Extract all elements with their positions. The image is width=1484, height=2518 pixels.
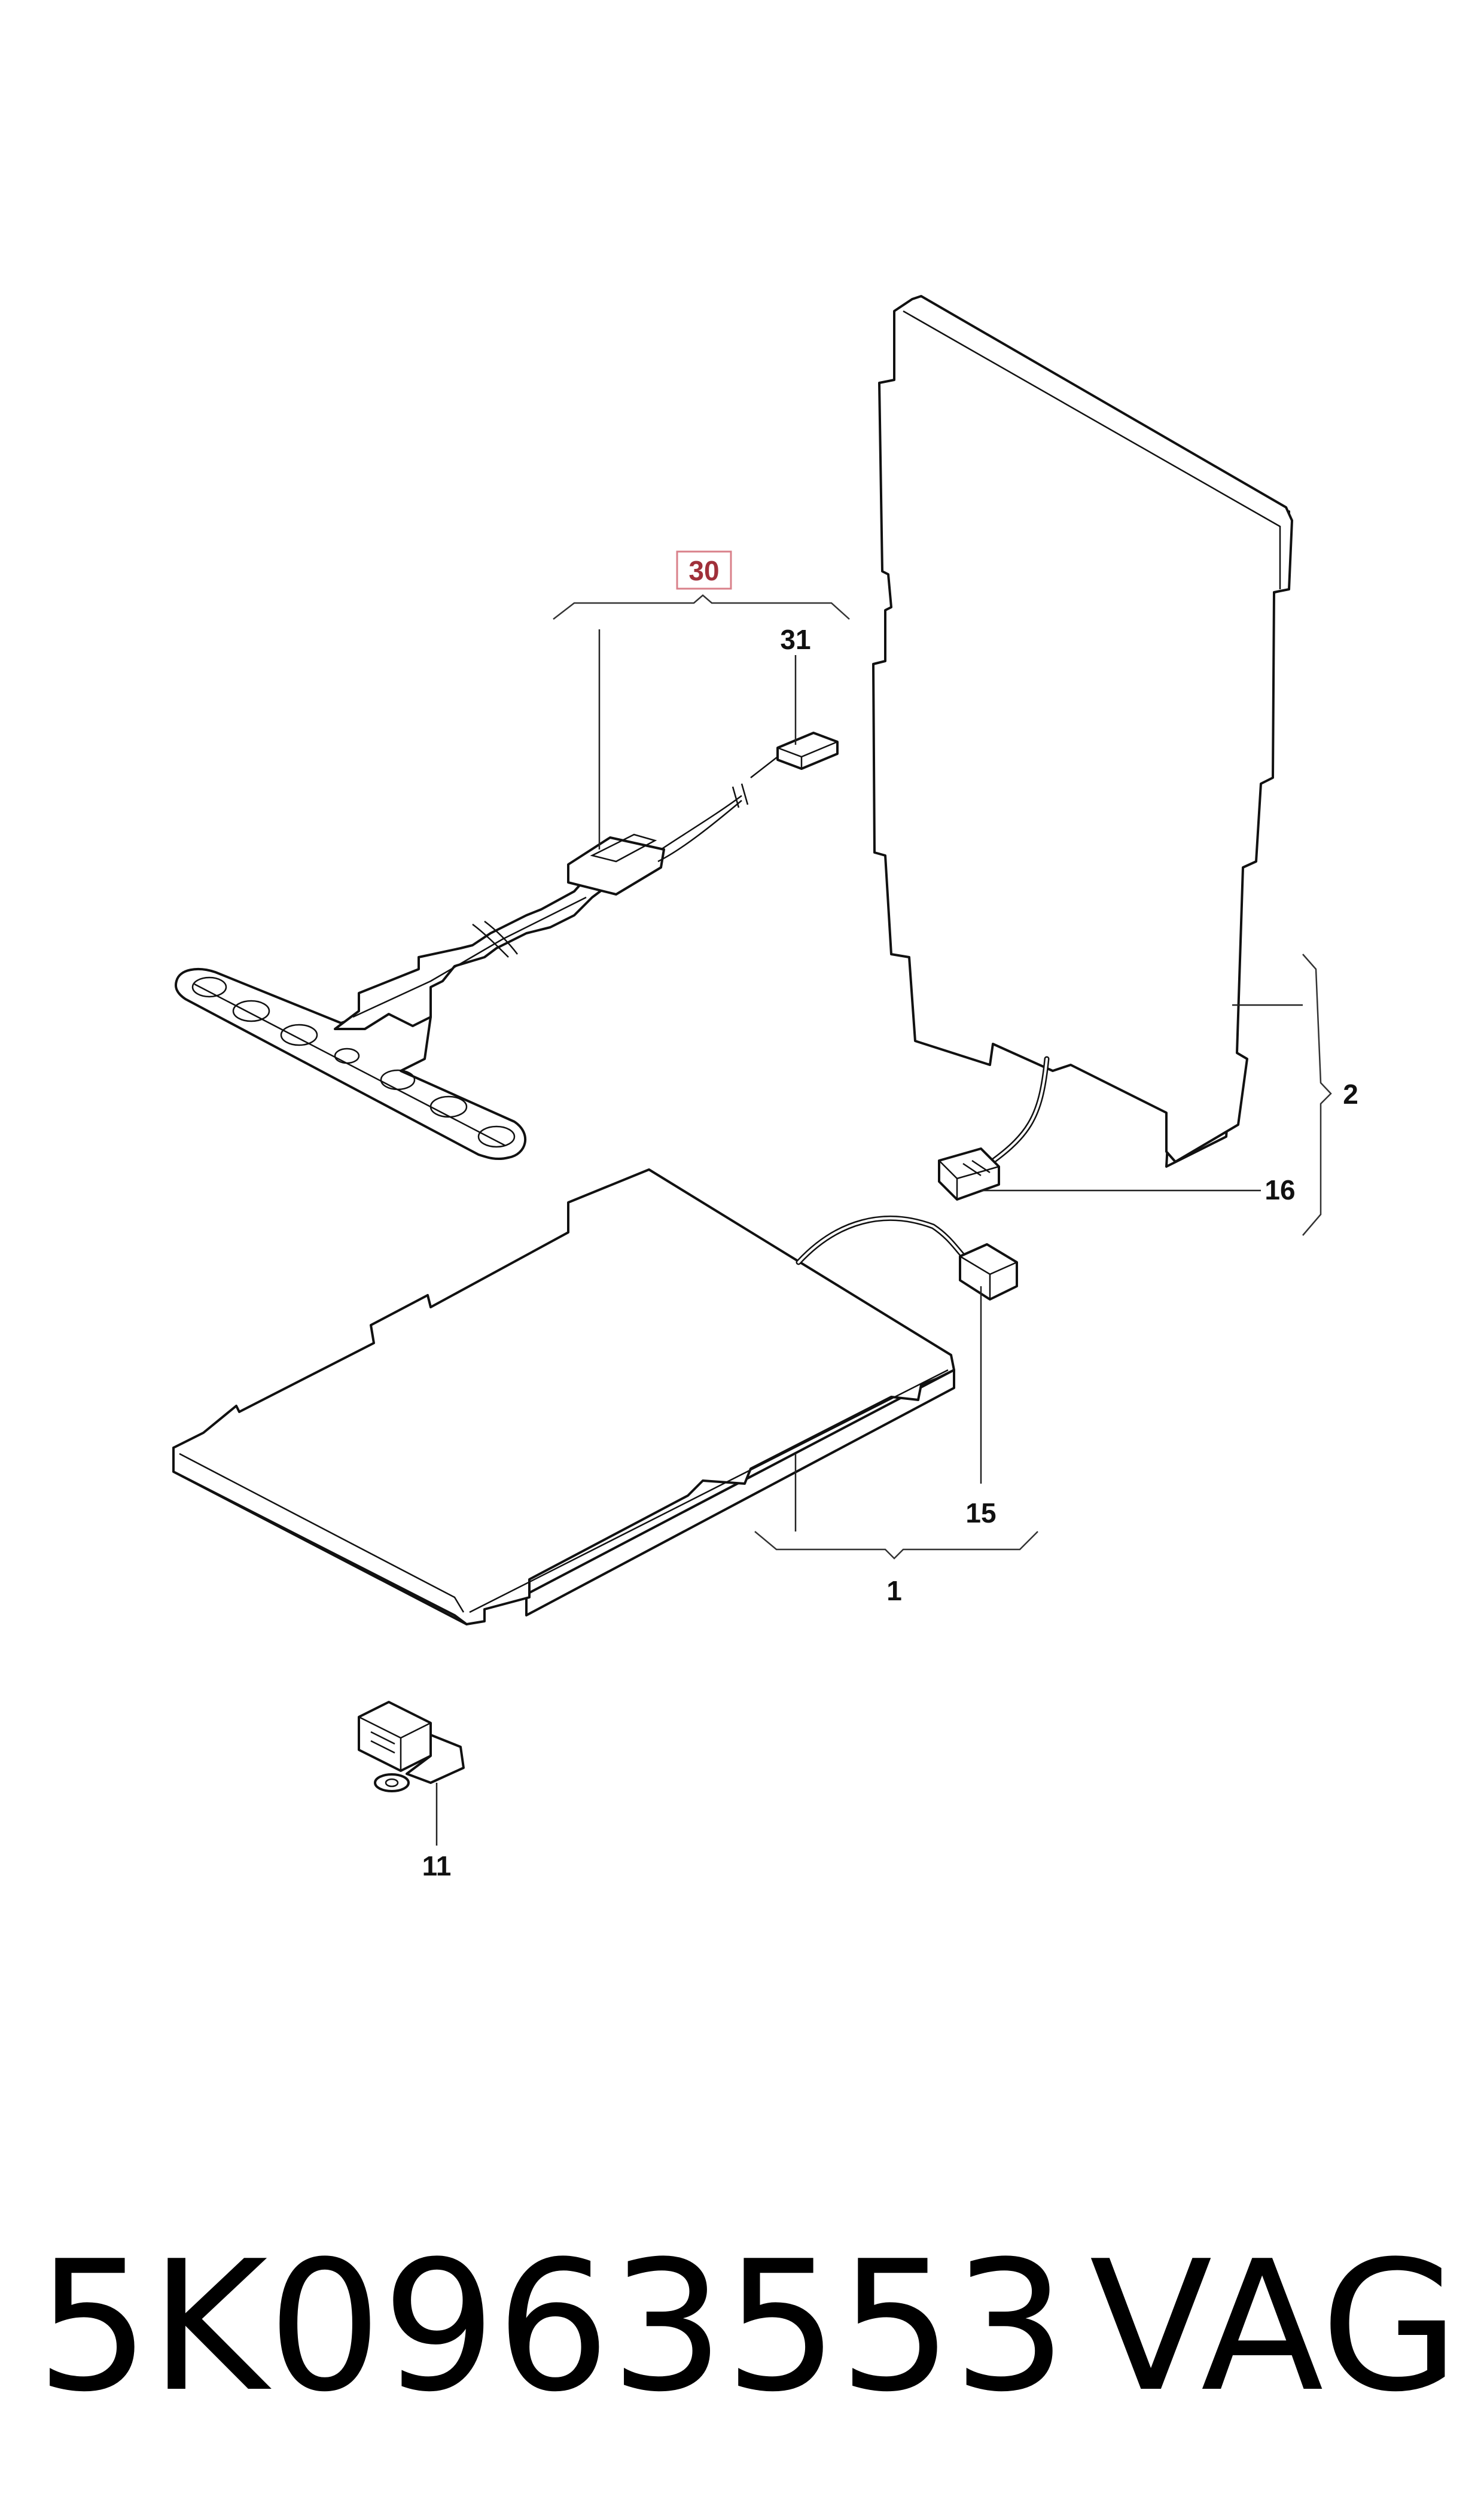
sensor-module xyxy=(567,833,665,896)
brand: VAG xyxy=(1089,2222,1459,2431)
bracket-2 xyxy=(1232,954,1332,1236)
connector-31 xyxy=(750,732,839,778)
callout-1[interactable]: 1 xyxy=(886,1575,902,1606)
callout-15[interactable]: 15 xyxy=(965,1497,996,1529)
footer: 5K0963553 VAG xyxy=(36,2213,1459,2441)
callout-16[interactable]: 16 xyxy=(1264,1174,1295,1205)
bracket-30 xyxy=(553,594,850,850)
control-unit-11 xyxy=(358,1701,465,1792)
callout-11[interactable]: 11 xyxy=(422,1850,452,1881)
callout-31[interactable]: 31 xyxy=(780,624,810,655)
occupancy-sensor-strip xyxy=(174,732,839,1161)
connector-16 xyxy=(938,1147,1000,1201)
connector-15 xyxy=(959,1243,1018,1301)
callout-30[interactable]: 30 xyxy=(688,555,719,586)
part-number: 5K0963553 xyxy=(36,2222,1067,2431)
callout-30-box xyxy=(676,550,732,590)
seat-heating-mat xyxy=(172,1168,1018,1625)
backrest-heating-mat xyxy=(872,295,1293,1201)
bracket-1 xyxy=(754,1454,1038,1560)
callout-2[interactable]: 2 xyxy=(1343,1079,1358,1110)
